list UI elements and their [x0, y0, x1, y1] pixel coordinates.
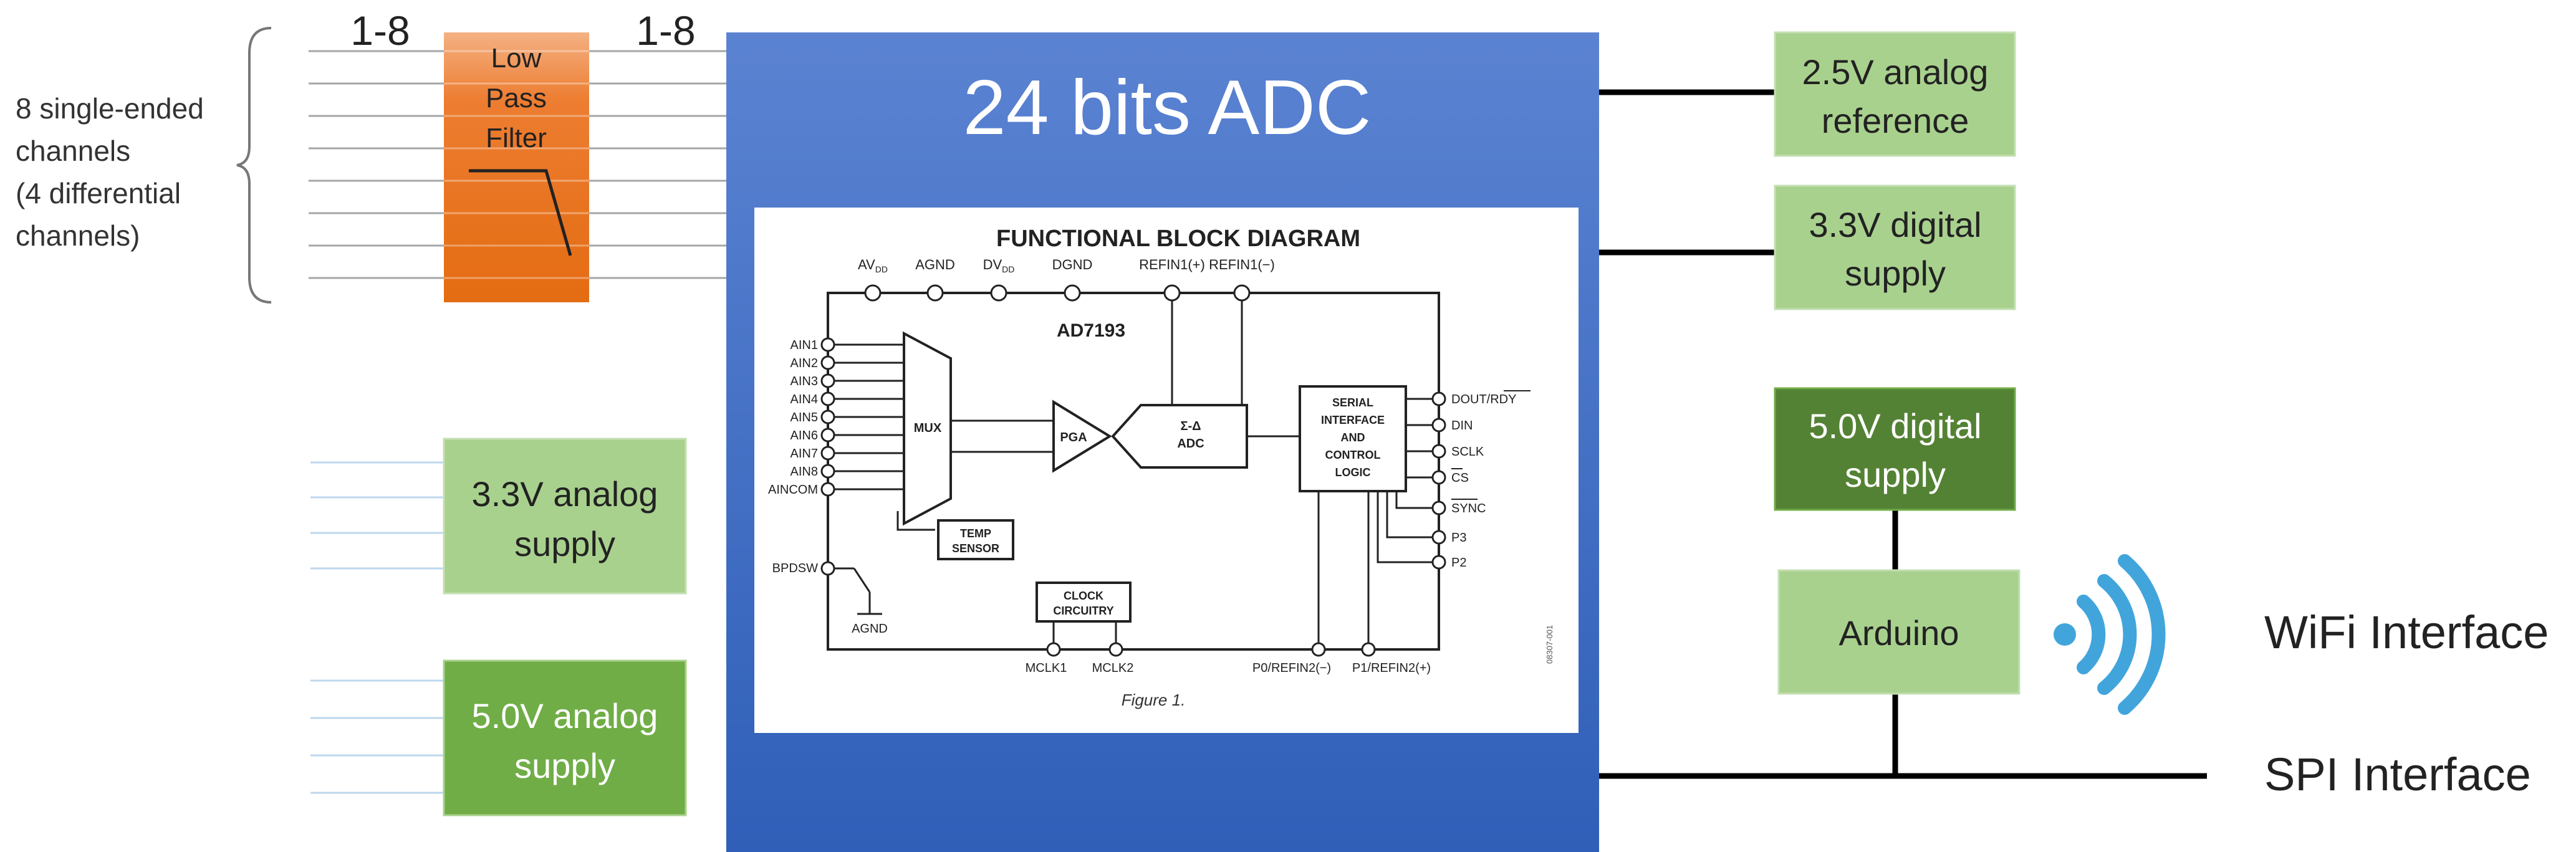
- svg-text:AIN1: AIN1: [791, 338, 818, 352]
- supply-box-5v0-analog: 5.0V analog supply: [443, 659, 687, 816]
- svg-text:AIN6: AIN6: [791, 429, 818, 443]
- output-connections: [1599, 89, 2207, 779]
- svg-text:SYNC: SYNC: [1451, 502, 1486, 515]
- fbd-pin-dgnd: DGND: [1052, 257, 1093, 272]
- fbd-pin-dvdd: DV: [983, 257, 1002, 272]
- fbd-caption: Figure 1.: [1122, 691, 1186, 709]
- svg-text:DOUT/RDY: DOUT/RDY: [1451, 393, 1516, 406]
- filter-label-line2: Pass: [486, 83, 547, 113]
- svg-text:AIN8: AIN8: [791, 465, 818, 479]
- filter-output-lines: [589, 50, 726, 279]
- svg-text:AIN4: AIN4: [791, 393, 818, 406]
- fbd-temp-line2: SENSOR: [952, 542, 999, 555]
- fbd-bpdsw: BPDSW: [772, 562, 818, 575]
- input-channels: 8 single-ended channels (4 differential …: [16, 7, 726, 304]
- svg-text:DVDD: DVDD: [983, 257, 1015, 274]
- supply-2v5-reference-line2: reference: [1822, 101, 1969, 140]
- svg-text:P1/REFIN2(+): P1/REFIN2(+): [1352, 661, 1431, 675]
- svg-text:INTERFACE: INTERFACE: [1321, 414, 1385, 426]
- supply-3v3-digital-line2: supply: [1845, 254, 1946, 293]
- fbd-agnd: AGND: [852, 622, 888, 636]
- fbd-bottom-pins: MCLK1 MCLK2 P0/REFIN2(−) P1/REFIN2(+): [1026, 661, 1431, 675]
- supply-box-2v5-reference: 2.5V analog reference: [1774, 31, 2016, 157]
- channels-brace: [236, 27, 272, 304]
- svg-text:AIN7: AIN7: [791, 447, 818, 461]
- supply-2v5-reference-line1: 2.5V analog: [1802, 52, 1989, 92]
- svg-text:MCLK1: MCLK1: [1026, 661, 1067, 675]
- supply-3v3-analog-line1: 3.3V analog: [472, 474, 658, 514]
- svg-text:AIN2: AIN2: [791, 357, 818, 370]
- supply-5v0-analog-line2: supply: [514, 746, 615, 785]
- functional-block-diagram: FUNCTIONAL BLOCK DIAGRAM AVDD AGND DVDD …: [754, 208, 1579, 733]
- svg-text:AINCOM: AINCOM: [768, 483, 818, 497]
- wifi-icon: [2054, 554, 2166, 715]
- channel-count-left: 1-8: [350, 7, 410, 54]
- lowpass-response-icon: [469, 169, 572, 256]
- channels-label-line3: (4 differential: [16, 177, 181, 209]
- svg-text:DIN: DIN: [1451, 419, 1473, 433]
- supply-box-3v3-digital: 3.3V digital supply: [1774, 184, 2016, 310]
- fbd-sd-adc-line2: ADC: [1177, 437, 1204, 451]
- fbd-title: FUNCTIONAL BLOCK DIAGRAM: [996, 226, 1360, 252]
- supply-box-5v0-digital: 5.0V digital supply: [1774, 387, 2016, 511]
- svg-text:MCLK2: MCLK2: [1092, 661, 1134, 675]
- fbd-clock-line2: CIRCUITRY: [1053, 605, 1113, 617]
- svg-text:CONTROL: CONTROL: [1325, 449, 1381, 461]
- fbd-code: 08307-001: [1545, 625, 1554, 664]
- fbd-pga: PGA: [1060, 431, 1087, 444]
- adc-title: 24 bits ADC: [963, 65, 1372, 151]
- supply-5v0-digital-line2: supply: [1845, 455, 1946, 494]
- svg-text:P0/REFIN2(−): P0/REFIN2(−): [1252, 661, 1331, 675]
- supply-box-3v3-analog: 3.3V analog supply: [443, 438, 687, 595]
- channels-label-line2: channels: [16, 135, 130, 167]
- spi-interface-label: SPI Interface: [2264, 749, 2531, 800]
- fbd-part-number: AD7193: [1057, 320, 1125, 341]
- channel-count-right: 1-8: [636, 7, 695, 54]
- low-pass-filter: Low Pass Filter: [444, 32, 589, 302]
- left-supply-lines: [310, 461, 444, 794]
- filter-label-line1: Low: [491, 43, 542, 74]
- fbd-mux: MUX: [914, 421, 942, 435]
- fbd-pin-refin1n: REFIN1(−): [1209, 257, 1275, 272]
- svg-text:AIN3: AIN3: [791, 375, 818, 388]
- fbd-pin-agnd: AGND: [915, 257, 955, 272]
- fbd-right-pins: DOUT/RDY DIN SCLK CS SYNC P3 P2: [1451, 393, 1516, 570]
- svg-text:CS: CS: [1451, 471, 1469, 485]
- fbd-clock-line1: CLOCK: [1064, 590, 1103, 602]
- svg-text:AIN5: AIN5: [791, 411, 818, 424]
- supply-5v0-analog-line1: 5.0V analog: [472, 696, 658, 735]
- svg-text:SERIAL: SERIAL: [1332, 396, 1373, 409]
- svg-text:P3: P3: [1451, 531, 1466, 545]
- input-lines: [309, 50, 444, 279]
- svg-text:LOGIC: LOGIC: [1335, 466, 1371, 479]
- fbd-serial-interface: SERIAL INTERFACE AND CONTROL LOGIC: [1321, 396, 1385, 479]
- supply-3v3-analog-line2: supply: [514, 524, 615, 563]
- fbd-top-pins: AVDD AGND DVDD DGND REFIN1(+) REFIN1(−): [858, 257, 1275, 274]
- channels-label-line4: channels): [16, 219, 140, 252]
- supply-3v3-digital-line1: 3.3V digital: [1809, 205, 1981, 244]
- svg-text:AVDD: AVDD: [858, 257, 888, 274]
- svg-text:P2: P2: [1451, 556, 1466, 570]
- fbd-pin-avdd: AV: [858, 257, 875, 272]
- fbd-sd-adc-line1: Σ-Δ: [1180, 419, 1201, 433]
- fbd-temp-line1: TEMP: [960, 527, 991, 540]
- fbd-pin-refin1p: REFIN1(+): [1139, 257, 1205, 272]
- wifi-interface-label: WiFi Interface: [2264, 606, 2549, 658]
- arduino-label: Arduino: [1838, 613, 1959, 653]
- arduino-box: Arduino: [1777, 569, 2021, 695]
- svg-text:AND: AND: [1341, 431, 1365, 444]
- supply-5v0-digital-line1: 5.0V digital: [1809, 406, 1981, 446]
- channels-label-line1: 8 single-ended: [16, 92, 204, 125]
- filter-label-line3: Filter: [486, 123, 547, 153]
- svg-text:SCLK: SCLK: [1451, 445, 1484, 459]
- fbd-ain-pins: AIN1 AIN2 AIN3 AIN4 AIN5 AIN6 AIN7 AIN8 …: [768, 338, 818, 497]
